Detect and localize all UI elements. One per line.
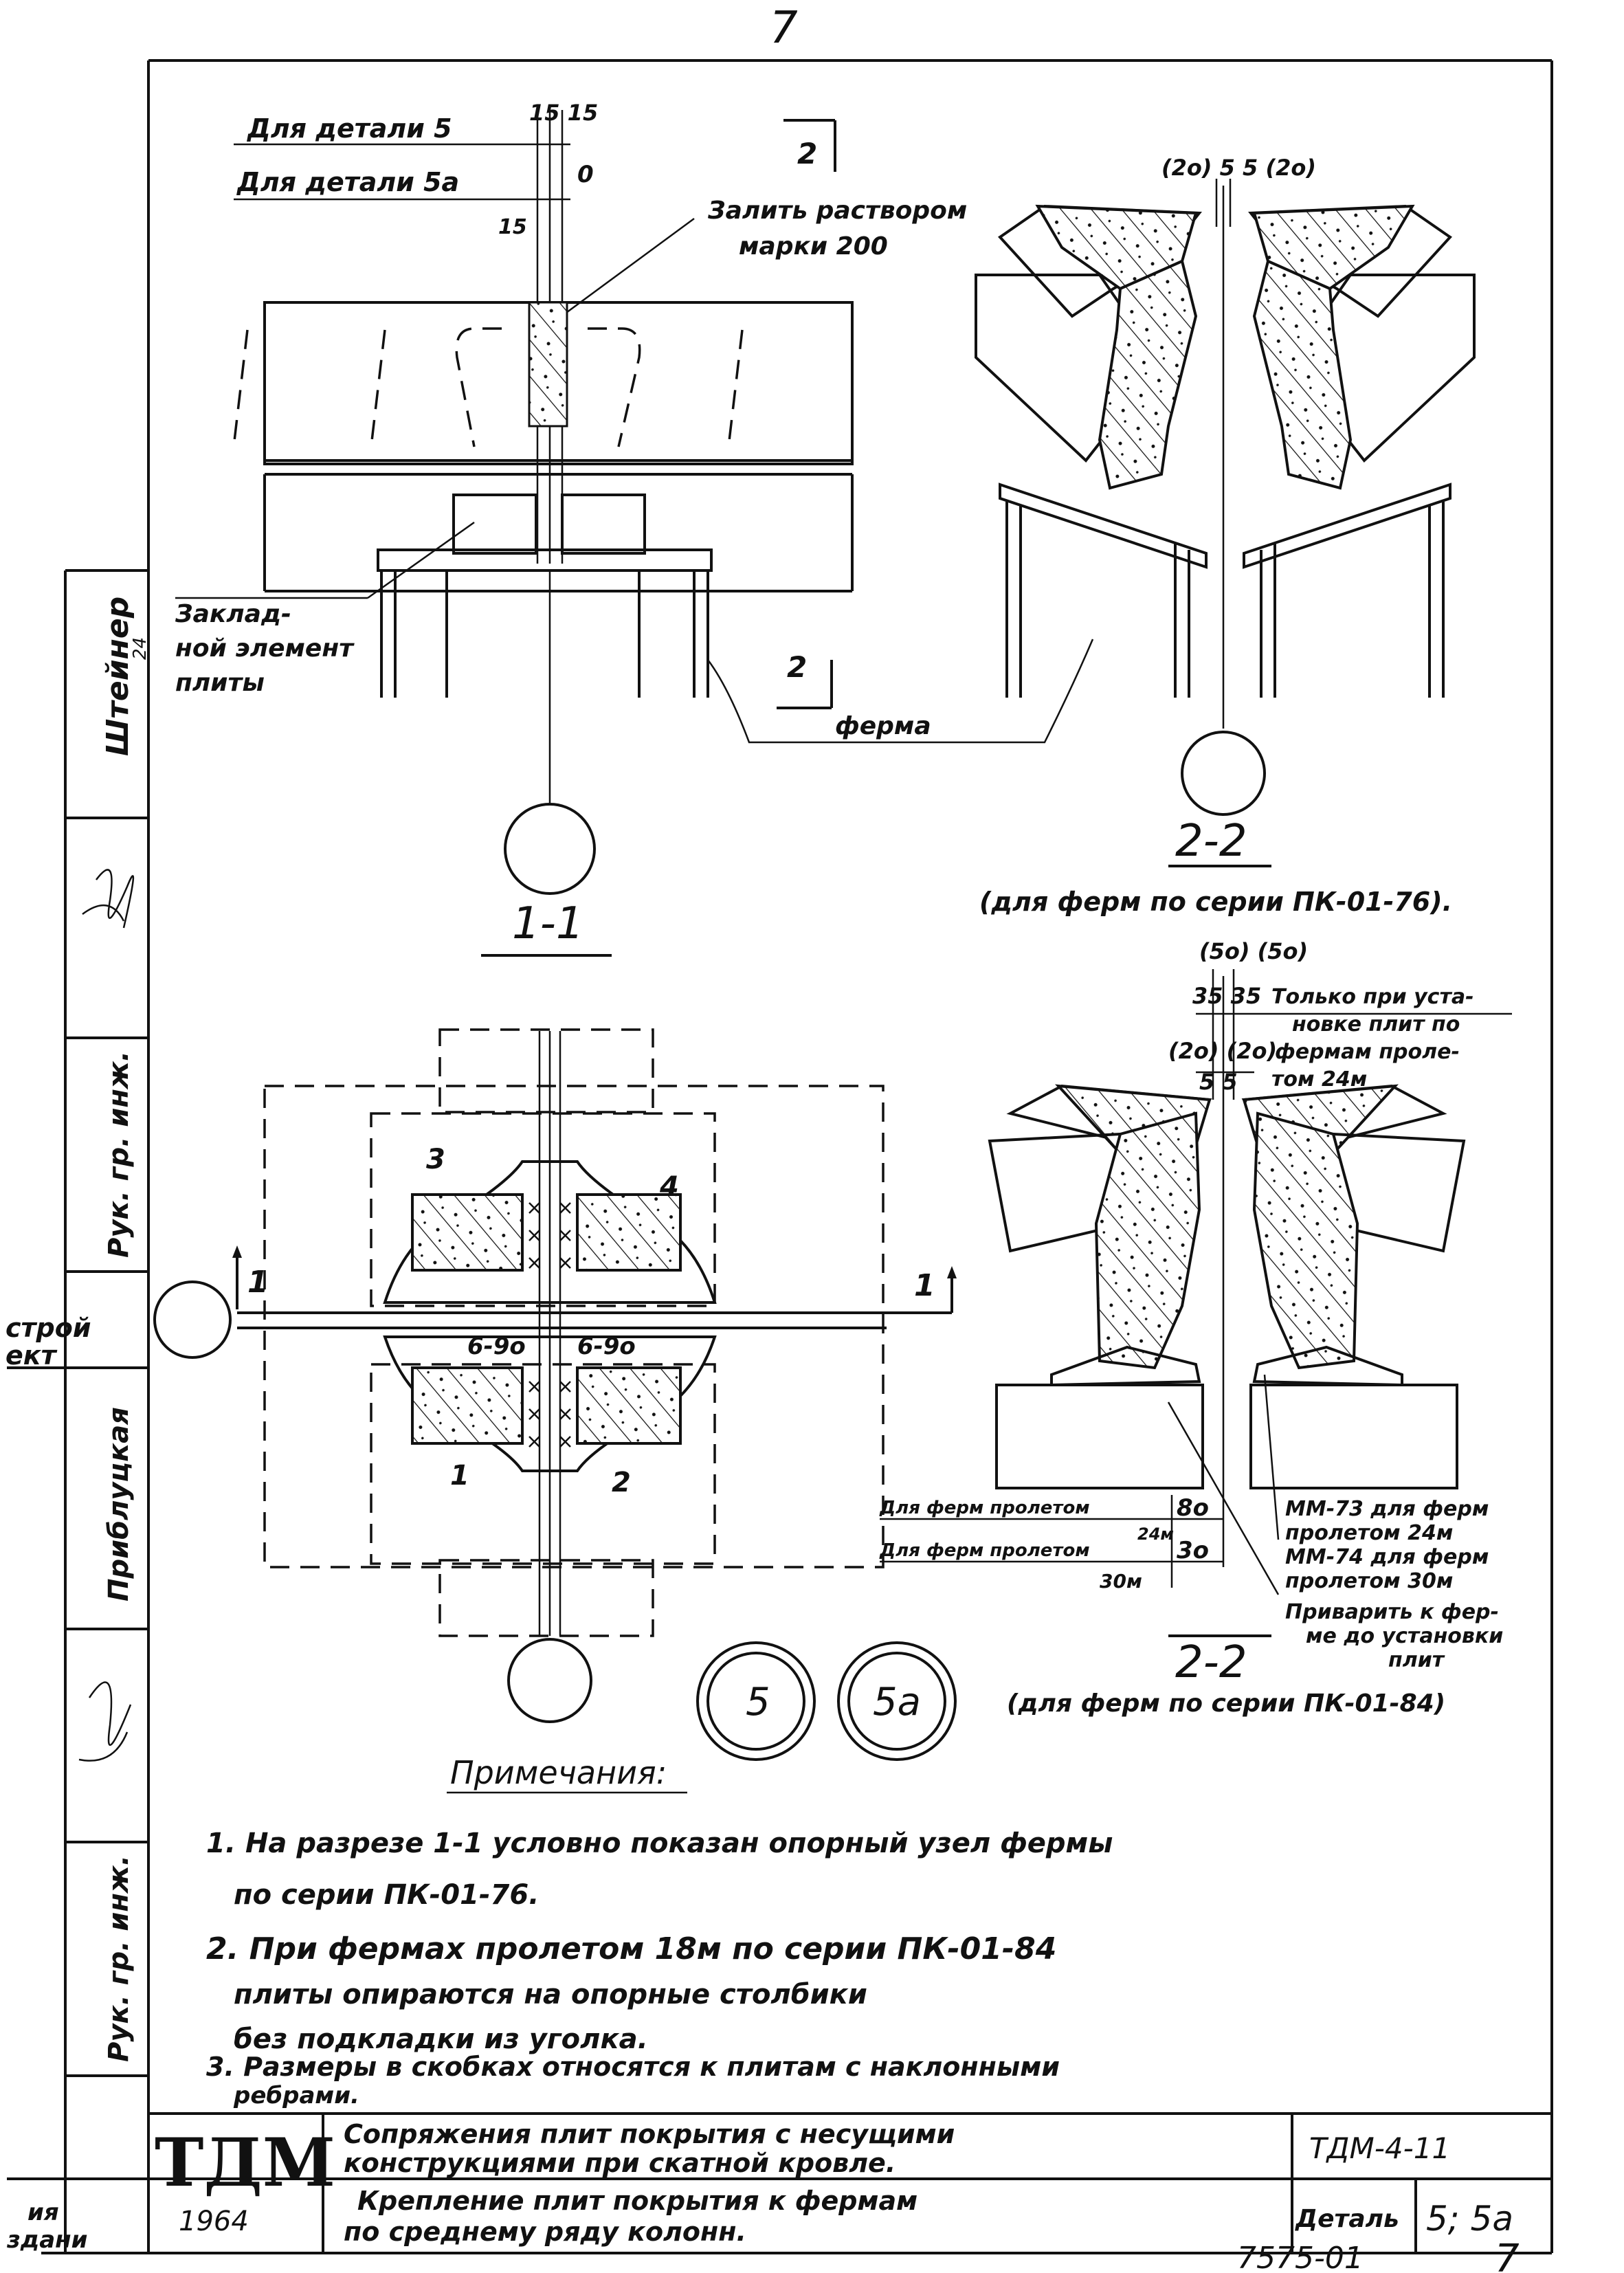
- grout-note-line-2: марки 200: [739, 232, 888, 260]
- embedded-element-line-3: плиты: [175, 669, 265, 697]
- weld-note-line-3: плит: [1388, 1648, 1445, 1672]
- mm-line-1: ММ-73 для ферм: [1285, 1497, 1489, 1521]
- detail-5a-badge: 5а: [873, 1680, 921, 1725]
- title-block-frame: [148, 2112, 1552, 2253]
- s22b-note-line-1: Только при уста-: [1271, 985, 1474, 1009]
- span-label-1: Для ферм пролетом: [879, 1498, 1090, 1518]
- plan-marker-1-left: 1: [247, 1265, 269, 1300]
- plan-plate-3: 3: [426, 1144, 445, 1175]
- s22b-dims-35: 35 35: [1192, 983, 1261, 1009]
- strip-cell-1-small: 24: [130, 637, 151, 660]
- note-2-line-1: 2. При фермах пролетом 18м по серии ПК-0…: [206, 1931, 1056, 1966]
- strip-cell-8b: здани: [6, 2226, 87, 2254]
- detail-badges: [696, 1641, 957, 1761]
- strip-cell-7: Рук. гр. инж.: [103, 1855, 135, 2062]
- strip-cell-4b: ект: [5, 1340, 58, 1371]
- mm-line-2: пролетом 24м: [1285, 1521, 1453, 1545]
- section-2-2-top-drawing: [935, 179, 1476, 867]
- detail-value: 5; 5а: [1426, 2199, 1513, 2239]
- title-line-1: Сопряжения плит покрытия с несущими: [344, 2119, 955, 2149]
- section-1-1-title: 1-1: [512, 898, 584, 949]
- left-stamp-strip: [7, 569, 148, 2253]
- strip-cell-5: Приблуцкая: [103, 1407, 135, 1601]
- axis-bubble-plan-bottom: [507, 1638, 592, 1723]
- archive-number: 7575-01: [1237, 2241, 1364, 2273]
- embedded-element-line-1: Заклад-: [175, 600, 291, 628]
- label-for-detail-5: Для детали 5: [247, 113, 452, 144]
- s22b-note-line-3: фермам проле-: [1275, 1040, 1460, 1064]
- dim-15: 15: [498, 215, 527, 239]
- weld-note-line-1: Приварить к фер-: [1285, 1600, 1499, 1624]
- title-line-2: конструкциями при скатной кровле.: [344, 2148, 896, 2178]
- tdm-logo: ТДМ: [155, 2124, 335, 2202]
- strip-cell-4a: строй: [5, 1313, 91, 1343]
- s22b-note-line-4: том 24м: [1271, 1067, 1367, 1091]
- section-2-2-top-dims: (2о) 5 5 (2о): [1161, 155, 1316, 181]
- section-2-2-bottom-subtitle: (для ферм по серии ПК-01-84): [1007, 1689, 1445, 1718]
- embedded-element-line-2: ной элемент: [175, 634, 355, 663]
- span-value-2: 3о: [1177, 1537, 1209, 1564]
- note-2-line-2: плиты опираются на опорные столбики: [234, 1979, 867, 2010]
- detail-5-badge: 5: [746, 1680, 770, 1725]
- axis-bubble-section-2-top: [1181, 731, 1266, 816]
- dims-detail-5: 15 15: [529, 100, 598, 126]
- span-label-2: Для ферм пролетом: [879, 1540, 1090, 1561]
- page-number-bottom: 7: [1495, 2237, 1520, 2273]
- dim-detail-5a: 0: [577, 161, 594, 188]
- section-marker-2-top: 2: [797, 137, 817, 170]
- mm-line-4: пролетом 30м: [1285, 1569, 1453, 1593]
- s22b-dims-55: 5 5: [1199, 1069, 1238, 1095]
- section-2-2-top-title: 2-2: [1175, 816, 1247, 867]
- note-3-line-2: ребрами.: [233, 2082, 359, 2109]
- doc-code: ТДМ-4-11: [1309, 2131, 1450, 2165]
- s22b-dims-top: (5о) (5о): [1199, 938, 1308, 964]
- signature-1: [82, 869, 135, 929]
- axis-bubble-plan-left: [153, 1280, 232, 1359]
- strip-cell-1: Штейнер: [100, 597, 135, 756]
- strip-cell-3: Рук. гр. инж.: [103, 1051, 135, 1258]
- weld-note-line-2: ме до установки: [1306, 1624, 1503, 1648]
- section-2-2-bottom-title: 2-2: [1175, 1637, 1247, 1688]
- span-sub-1: 24м: [1137, 1524, 1174, 1544]
- mm-line-3: ММ-74 для ферм: [1285, 1545, 1489, 1569]
- s22b-note-line-2: новке плит по: [1292, 1012, 1460, 1036]
- note-1-line-2: по серии ПК-01-76.: [234, 1879, 539, 1911]
- plan-plate-2: 2: [612, 1467, 631, 1498]
- span-sub-2: 30м: [1100, 1570, 1142, 1593]
- s22b-dims-20: (2о) (2о): [1168, 1038, 1277, 1064]
- note-1-line-1: 1. На разрезе 1-1 условно показан опорны…: [206, 1828, 1113, 1859]
- detail-label: Деталь: [1295, 2205, 1399, 2233]
- notes-heading: Примечания:: [450, 1754, 667, 1791]
- grout-note-line-1: Залить раствором: [707, 197, 967, 225]
- label-for-detail-5a: Для детали 5а: [236, 167, 459, 197]
- plan-plate-1: 1: [450, 1460, 469, 1492]
- drawing-frame: [41, 59, 1553, 2254]
- truss-label: ферма: [835, 712, 931, 740]
- span-value-1: 8о: [1177, 1494, 1209, 1522]
- weld-label-right: 6-9о: [577, 1333, 636, 1360]
- section-marker-2-bottom: 2: [787, 650, 807, 684]
- signature-2: [78, 1681, 132, 1762]
- subtitle-line-1: Крепление плит покрытия к фермам: [357, 2186, 917, 2216]
- note-2-line-3: без подкладки из уголка.: [234, 2023, 648, 2055]
- section-2-2-bottom-drawing: [880, 969, 1512, 1637]
- weld-label-left: 6-9о: [467, 1333, 526, 1360]
- strip-cell-8a: ия: [27, 2199, 59, 2226]
- plan-plate-4: 4: [659, 1171, 679, 1203]
- section-2-2-top-subtitle: (для ферм по серии ПК-01-76).: [979, 887, 1452, 917]
- page-number-top: 7: [770, 3, 798, 54]
- plan-marker-1-right: 1: [914, 1268, 935, 1303]
- title-block-year: 1964: [179, 2206, 249, 2237]
- note-3-line-1: 3. Размеры в скобках относятся к плитам …: [206, 2052, 1060, 2082]
- axis-bubble-section-1: [504, 803, 596, 895]
- subtitle-line-2: по среднему ряду колонн.: [344, 2217, 746, 2247]
- section-1-1-drawing: [175, 110, 935, 957]
- plan-view-drawing: [153, 1028, 957, 1723]
